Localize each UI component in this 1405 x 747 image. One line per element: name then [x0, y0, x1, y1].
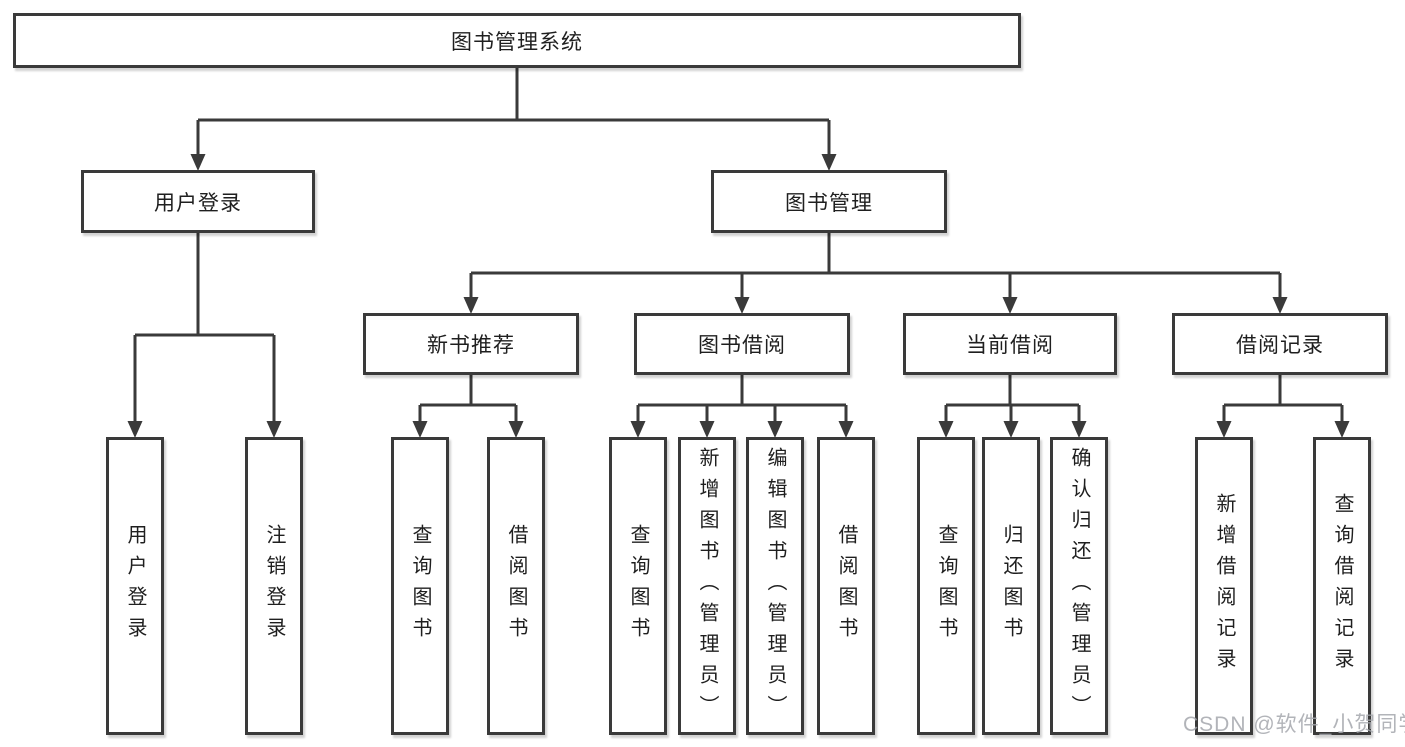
node-book-borrowing-label: 图书借阅: [698, 334, 786, 357]
leaf-user-login-label: 用户登录: [124, 524, 146, 648]
node-root-system: 图书管理系统: [13, 13, 1021, 68]
leaf-query-books-borrowing: 查询图书: [609, 437, 667, 735]
node-borrowing-records-label: 借阅记录: [1236, 334, 1324, 357]
node-current-borrowing-label: 当前借阅: [966, 334, 1054, 357]
leaf-query-books-current-label: 查询图书: [935, 524, 957, 648]
leaf-query-borrow-record: 查询借阅记录: [1313, 437, 1371, 735]
leaf-confirm-return-admin-label: 确认归还（管理员）: [1068, 446, 1090, 726]
leaf-confirm-return-admin: 确认归还（管理员）: [1050, 437, 1108, 735]
leaf-borrow-books-borrowing: 借阅图书: [817, 437, 875, 735]
leaf-query-books-borrowing-label: 查询图书: [627, 524, 649, 648]
leaf-borrow-books-borrowing-label: 借阅图书: [835, 524, 857, 648]
leaf-query-borrow-record-label: 查询借阅记录: [1331, 493, 1353, 679]
leaf-query-books-current: 查询图书: [917, 437, 975, 735]
leaf-logout-label: 注销登录: [263, 524, 285, 648]
csdn-watermark: CSDN @软件_小贺同学: [1183, 713, 1405, 736]
node-borrowing-records: 借阅记录: [1172, 313, 1388, 375]
leaf-user-login: 用户登录: [106, 437, 164, 735]
leaf-add-borrow-record-label: 新增借阅记录: [1213, 493, 1235, 679]
leaf-query-books-recommend-label: 查询图书: [409, 524, 431, 648]
leaf-edit-book-admin-label: 编辑图书（管理员）: [764, 446, 786, 726]
leaf-return-books-label: 归还图书: [1000, 524, 1022, 648]
node-book-management-label: 图书管理: [785, 191, 873, 215]
node-user-login: 用户登录: [81, 170, 315, 233]
leaf-add-borrow-record: 新增借阅记录: [1195, 437, 1253, 735]
node-book-borrowing: 图书借阅: [634, 313, 850, 375]
node-new-book-recommendation-label: 新书推荐: [427, 334, 515, 357]
leaf-borrow-books-recommend: 借阅图书: [487, 437, 545, 735]
leaf-edit-book-admin: 编辑图书（管理员）: [746, 437, 804, 735]
node-current-borrowing: 当前借阅: [903, 313, 1117, 375]
leaf-add-book-admin: 新增图书（管理员）: [678, 437, 736, 735]
leaf-logout: 注销登录: [245, 437, 303, 735]
leaf-return-books: 归还图书: [982, 437, 1040, 735]
leaf-query-books-recommend: 查询图书: [391, 437, 449, 735]
node-user-login-label: 用户登录: [154, 191, 242, 215]
node-book-management: 图书管理: [711, 170, 947, 233]
leaf-borrow-books-recommend-label: 借阅图书: [505, 524, 527, 648]
node-root-system-label: 图书管理系统: [451, 30, 583, 54]
leaf-add-book-admin-label: 新增图书（管理员）: [696, 446, 718, 726]
node-new-book-recommendation: 新书推荐: [363, 313, 579, 375]
